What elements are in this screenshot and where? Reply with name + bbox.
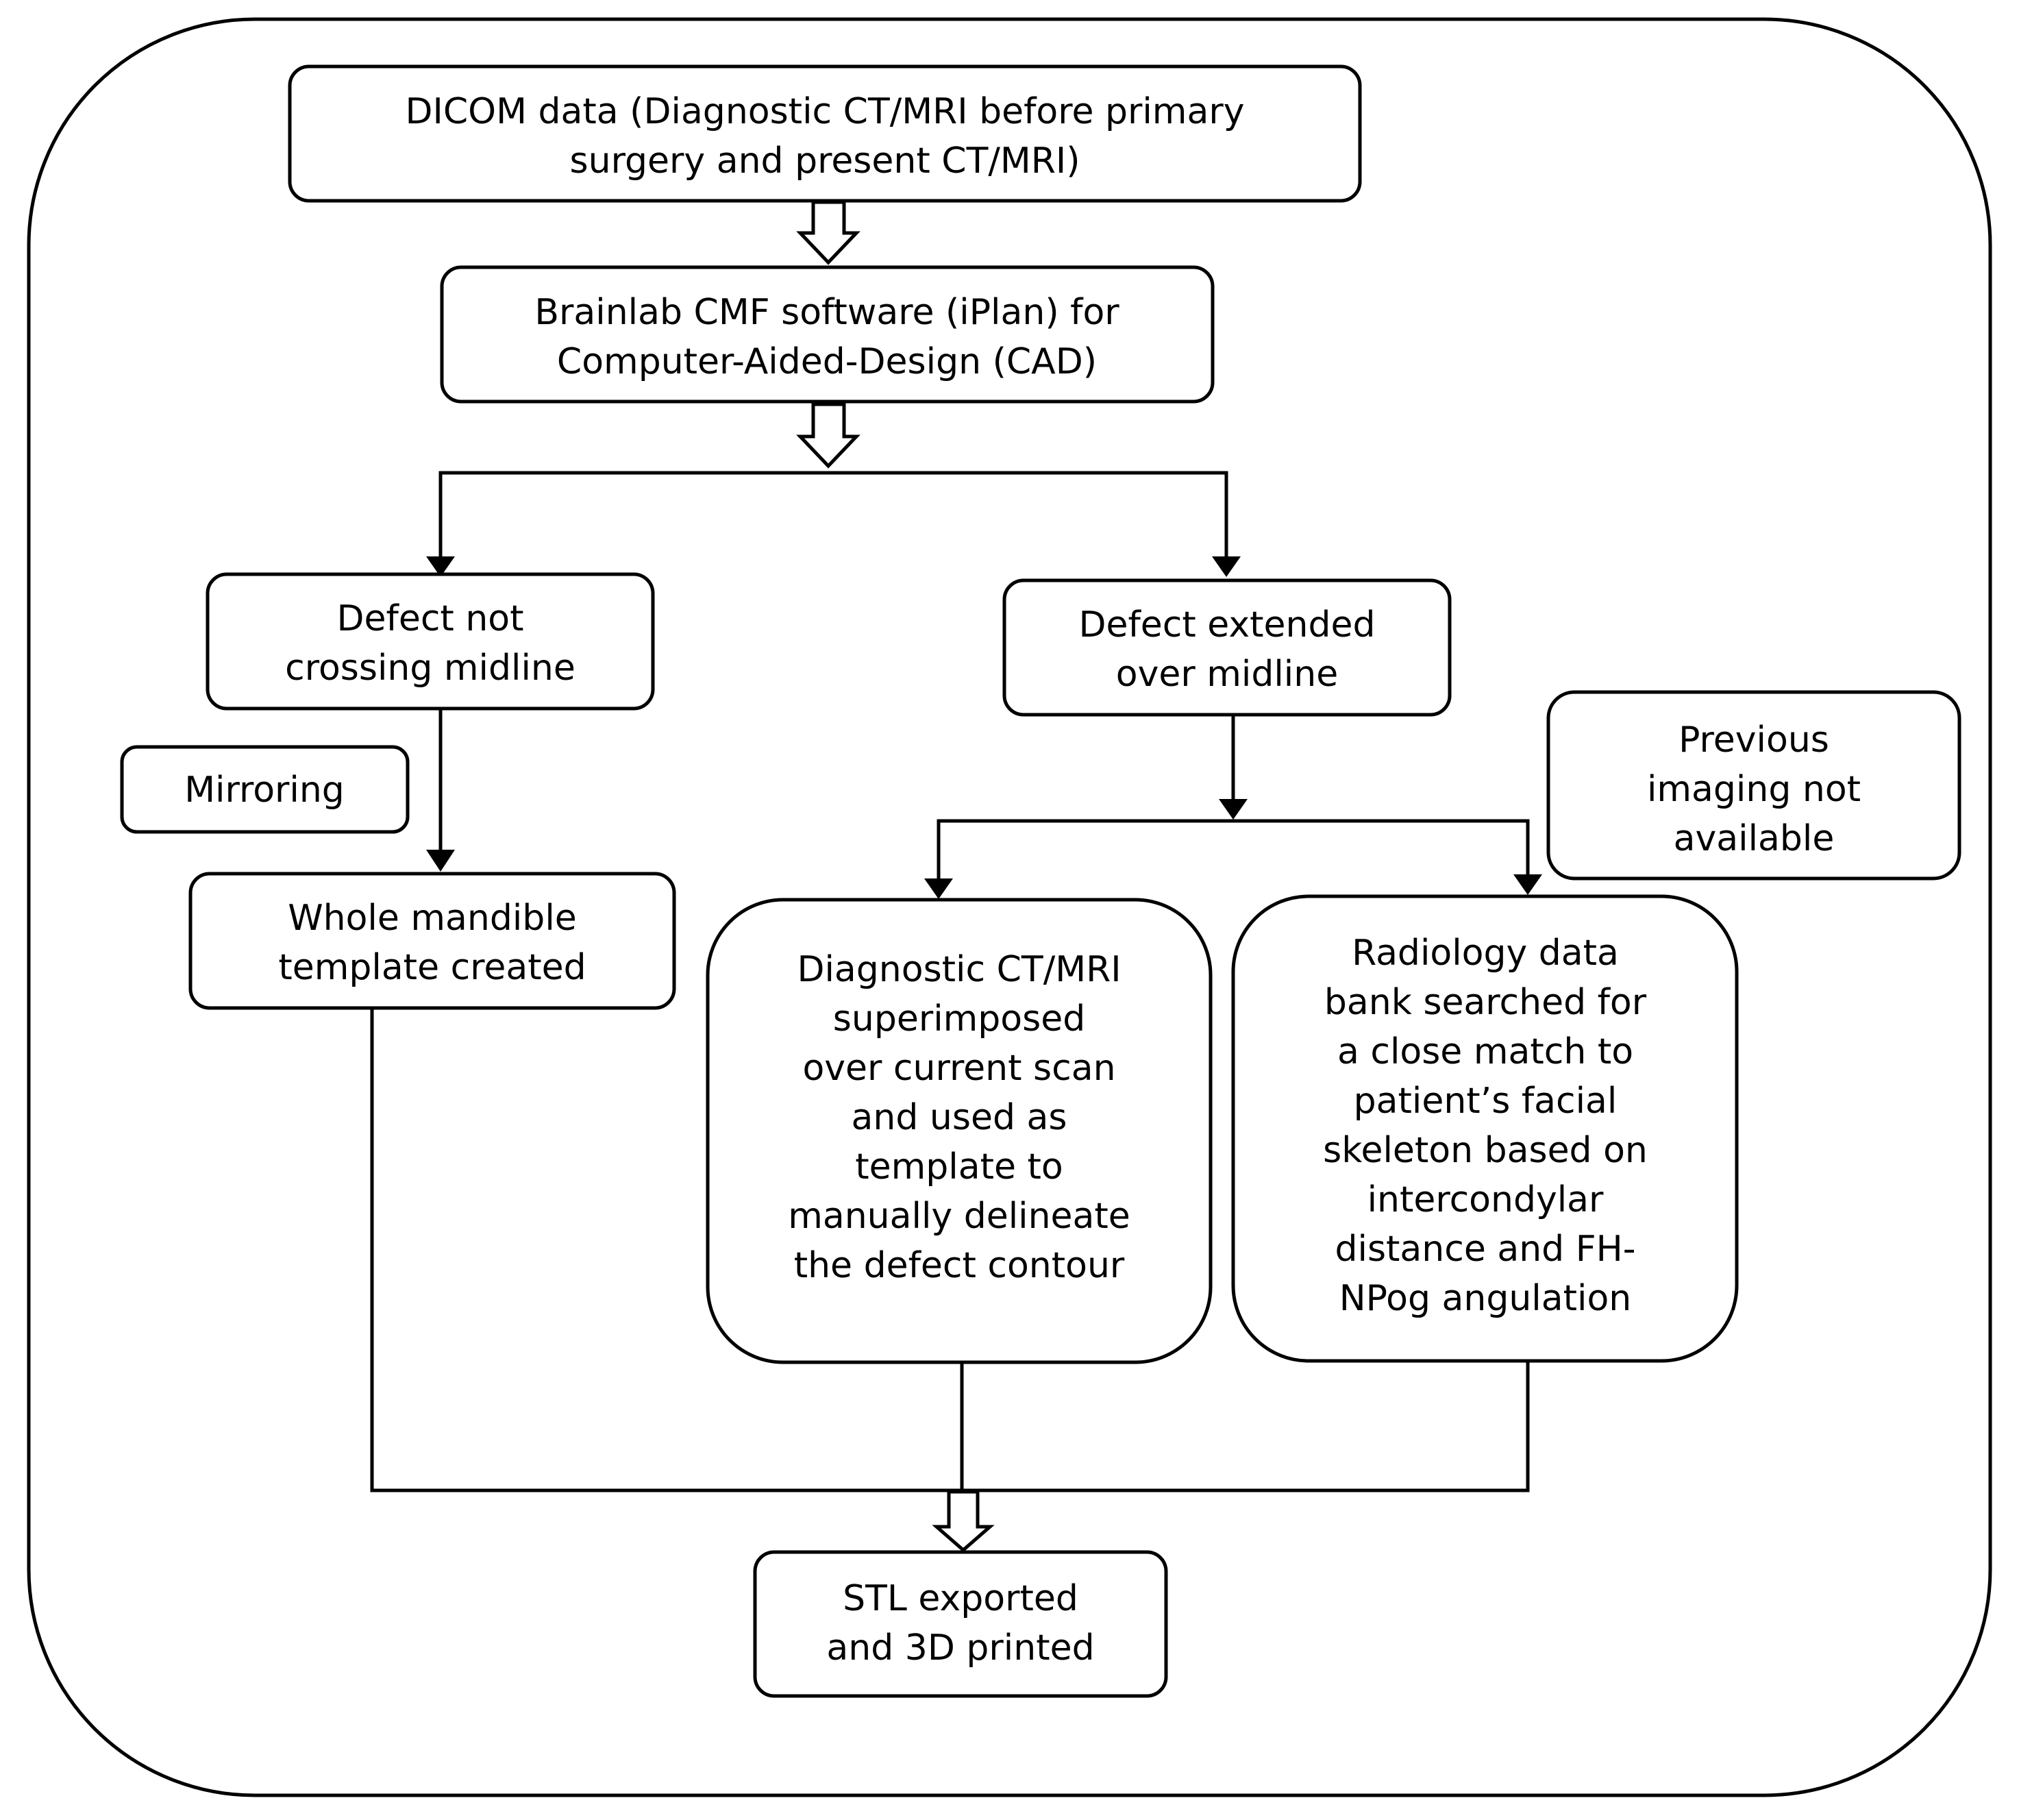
node-diagnostic-line-7: the defect contour <box>794 1245 1125 1286</box>
node-dicom-line-2: surgery and present CT/MRI) <box>570 140 1080 182</box>
node-radiology-line-6: intercondylar <box>1367 1179 1604 1220</box>
hollow-arrow-merge-to-stl <box>932 1490 995 1553</box>
node-diagnostic-superimposed: Diagnostic CT/MRI superimposed over curr… <box>706 898 1213 1364</box>
node-brainlab: Brainlab CMF software (iPlan) for Comput… <box>440 265 1215 404</box>
node-radiology-line-7: distance and FH- <box>1335 1229 1635 1270</box>
node-defect-extended-line-2: over midline <box>1116 654 1338 695</box>
node-radiology-bank: Radiology data bank searched for a close… <box>1231 894 1739 1363</box>
node-stl-line-1: STL exported <box>843 1578 1078 1619</box>
arrowhead-to-defect-not-crossing <box>426 556 455 577</box>
node-radiology-line-5: skeleton based on <box>1323 1130 1648 1171</box>
node-diagnostic-line-4: and used as <box>852 1097 1067 1138</box>
node-previous-imaging-line-1: Previous <box>1679 720 1829 761</box>
node-mirroring: Mirroring <box>120 745 410 834</box>
node-previous-imaging-line-3: available <box>1674 818 1835 859</box>
node-defect-not-crossing-line-2: crossing midline <box>285 648 575 689</box>
node-diagnostic-line-6: manually delineate <box>788 1196 1130 1237</box>
node-whole-mandible-line-1: Whole mandible <box>288 898 577 939</box>
node-radiology-line-2: bank searched for <box>1324 982 1647 1023</box>
node-defect-not-crossing: Defect not crossing midline <box>206 572 655 711</box>
node-diagnostic-line-5: template to <box>855 1146 1063 1188</box>
hollow-arrow-brainlab-to-split <box>796 402 860 469</box>
node-diagnostic-line-1: Diagnostic CT/MRI <box>797 949 1121 990</box>
node-radiology-line-3: a close match to <box>1337 1031 1633 1072</box>
arrowhead-to-whole-mandible <box>426 850 455 872</box>
node-whole-mandible-line-2: template created <box>278 947 586 988</box>
node-radiology-line-4: patient’s facial <box>1354 1081 1618 1122</box>
node-radiology-line-1: Radiology data <box>1352 933 1619 974</box>
node-mirroring-label: Mirroring <box>184 770 345 811</box>
arrowhead-to-defect-extended <box>1212 556 1241 577</box>
arrowhead-to-radiology <box>1513 874 1542 895</box>
node-diagnostic-line-3: over current scan <box>802 1048 1115 1089</box>
node-brainlab-line-2: Computer-Aided-Design (CAD) <box>557 341 1097 382</box>
split-connector-top <box>438 471 1228 562</box>
split-connector-middle <box>937 819 1530 881</box>
node-previous-imaging-line-2: imaging not <box>1647 769 1861 810</box>
node-whole-mandible: Whole mandible template created <box>188 872 676 1010</box>
node-stl-export: STL exported and 3D printed <box>753 1550 1168 1698</box>
node-dicom: DICOM data (Diagnostic CT/MRI before pri… <box>288 64 1362 203</box>
node-defect-extended-line-1: Defect extended <box>1078 604 1375 645</box>
node-defect-not-crossing-line-1: Defect not <box>337 598 524 639</box>
arrowhead-to-diagnostic <box>924 878 953 899</box>
node-radiology-line-8: NPog angulation <box>1339 1278 1631 1319</box>
node-stl-line-2: and 3D printed <box>826 1627 1094 1669</box>
node-diagnostic-line-2: superimposed <box>833 998 1085 1040</box>
arrowhead-extended-split <box>1219 799 1248 820</box>
node-dicom-line-1: DICOM data (Diagnostic CT/MRI before pri… <box>406 91 1245 132</box>
node-brainlab-line-1: Brainlab CMF software (iPlan) for <box>534 292 1119 333</box>
node-previous-imaging: Previous imaging not available <box>1546 690 1961 881</box>
hollow-arrow-dicom-to-brainlab <box>796 200 860 265</box>
node-defect-extended: Defect extended over midline <box>1002 578 1452 717</box>
